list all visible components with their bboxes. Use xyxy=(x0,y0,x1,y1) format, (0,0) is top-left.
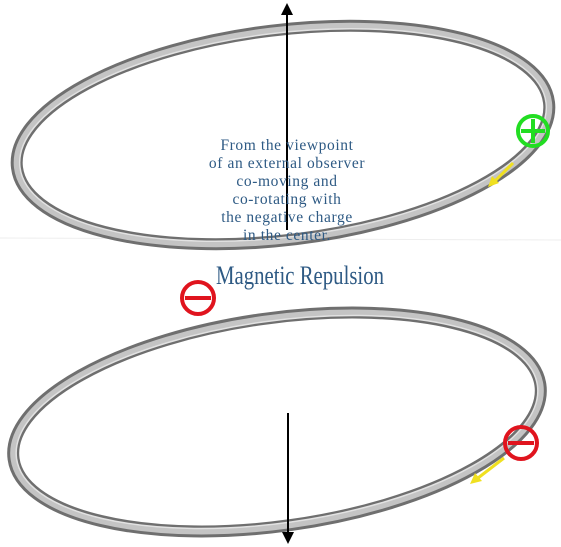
caption-line-6: in the center. xyxy=(243,227,331,244)
circled-plus-icon xyxy=(516,114,550,148)
caption-line-3: co-moving and xyxy=(236,173,337,190)
negative-charge-middle xyxy=(180,280,216,316)
caption-line-1: From the viewpoint xyxy=(220,137,353,154)
caption-line-5: the negative charge xyxy=(221,209,353,226)
top-ring xyxy=(10,19,556,251)
motion-arrow-top xyxy=(488,161,515,187)
title: Magnetic Repulsion xyxy=(216,261,384,290)
caption-line-2: of an external observer xyxy=(209,155,365,172)
circled-minus-icon xyxy=(503,425,539,461)
motion-arrow-bottom xyxy=(470,456,505,484)
caption-line-4: co-rotating with xyxy=(232,191,341,208)
negative-charge-bottom xyxy=(503,425,539,461)
bottom-ring xyxy=(7,306,547,538)
positive-charge xyxy=(516,114,550,148)
caption: From the viewpoint of an external observ… xyxy=(209,137,365,244)
